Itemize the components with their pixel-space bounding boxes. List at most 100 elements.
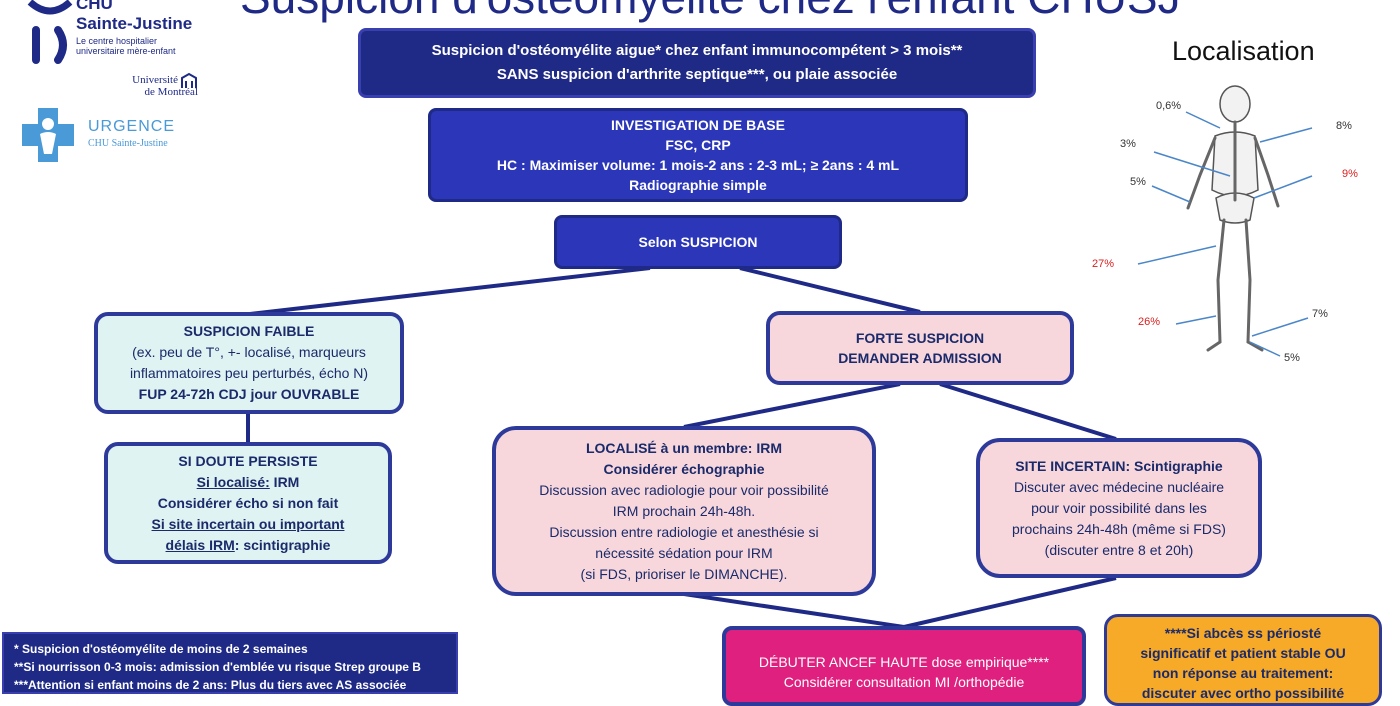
pointer-skull	[1185, 111, 1221, 129]
urgence-sub: CHU Sainte-Justine	[88, 138, 168, 149]
abces-line2: significatif et patient stable OU	[1140, 645, 1346, 661]
forte-line1: FORTE SUSPICION	[855, 330, 985, 346]
connector-forte-incertain	[939, 382, 1117, 441]
chu-logo-icon	[27, 0, 73, 64]
localise-line5: Discussion entre radiologie et anesthési…	[549, 523, 819, 540]
connector-incertain-debuter	[903, 576, 1117, 629]
pct-pelvis: 9%	[1342, 168, 1358, 180]
chu-line1: CHU	[76, 0, 113, 13]
left-arm-line	[1186, 136, 1217, 210]
connector-localise-debuter	[683, 592, 905, 629]
suspicion-faible-box: SUSPICION FAIBLE (ex. peu de T°, +- loca…	[94, 312, 404, 414]
doute-line5: délais IRM: scintigraphie	[166, 535, 331, 556]
udem-line1: Université	[132, 74, 178, 86]
abces-line3: non réponse au traitement:	[1152, 665, 1334, 681]
localise-line4: IRM prochain 24h-48h.	[612, 502, 756, 519]
udem-icon	[181, 72, 197, 88]
footnote-2: **Si nourrisson 0-3 mois: admission d'em…	[14, 660, 421, 674]
localisation-title: Localisation	[1172, 36, 1315, 66]
incertain-line4: prochains 24h-48h (même si FDS)	[1012, 520, 1226, 537]
localise-line6: nécessité sédation pour IRM	[595, 544, 773, 561]
pointer-spine	[1153, 151, 1231, 177]
base-line4: Radiographie simple	[629, 177, 767, 193]
right-arm-line	[1253, 136, 1280, 208]
pointer-foot-right	[1251, 317, 1309, 337]
urgence-cross-icon	[22, 108, 74, 162]
skull-shape	[1219, 85, 1251, 123]
abces-box: ****Si abcès ss périosté significatif et…	[1104, 614, 1382, 706]
base-line1: INVESTIGATION DE BASE	[611, 117, 785, 133]
base-line2: FSC, CRP	[665, 137, 731, 153]
doute-persiste-box: SI DOUTE PERSISTE Si localisé: IRM Consi…	[104, 442, 392, 564]
top-box: Suspicion d'ostéomyélite aigue* chez enf…	[358, 28, 1036, 98]
localise-line3: Discussion avec radiologie pour voir pos…	[539, 481, 829, 498]
incertain-line1: SITE INCERTAIN: Scintigraphie	[1015, 457, 1223, 474]
chu-line2: Sainte-Justine	[76, 14, 193, 33]
doute-line2b: IRM	[269, 473, 300, 490]
footnote-1: * Suspicion d'ostéomyélite de moins de 2…	[14, 642, 308, 656]
incertain-line2: Discuter avec médecine nucléaire	[1013, 478, 1225, 495]
connector-selon-faible	[249, 266, 651, 316]
abces-line4: discuter avec ortho possibilité	[1141, 685, 1345, 701]
doute-line2: Si localisé: IRM	[197, 472, 300, 493]
top-box-line1: Suspicion d'ostéomyélite aigue* chez enf…	[431, 42, 963, 59]
pct-foot-right: 7%	[1312, 308, 1328, 320]
pct-femur: 27%	[1092, 258, 1115, 270]
site-incertain-box: SITE INCERTAIN: Scintigraphie Discuter a…	[976, 438, 1262, 578]
base-investigation-box: INVESTIGATION DE BASE FSC, CRP HC : Maxi…	[428, 108, 968, 202]
doute-line4: Si site incertain ou important	[151, 515, 345, 532]
debuter-ancef-box: DÉBUTER ANCEF HAUTE dose empirique**** C…	[722, 626, 1086, 706]
faible-line2: (ex. peu de T°, +- localisé, marqueurs	[132, 344, 366, 360]
selon-suspicion-box: Selon SUSPICION	[554, 215, 842, 269]
forte-suspicion-box: FORTE SUSPICION DEMANDER ADMISSION	[766, 311, 1074, 385]
pointer-femur	[1137, 245, 1217, 265]
doute-line3: Considérer écho si non fait	[157, 494, 339, 511]
chu-sub2: universitaire mère-enfant	[76, 46, 176, 56]
doute-line1: SI DOUTE PERSISTE	[178, 452, 318, 469]
pointer-shoulder	[1259, 127, 1313, 143]
abces-line1: ****Si abcès ss périosté	[1164, 625, 1322, 641]
debuter-line2: Considérer consultation MI /orthopédie	[783, 674, 1025, 690]
debuter-line1: DÉBUTER ANCEF HAUTE dose empirique****	[758, 654, 1050, 670]
top-box-line2: SANS suspicion d'arthrite septique***, o…	[496, 66, 898, 83]
chu-sub1: Le centre hospitalier	[76, 36, 158, 46]
pct-skull: 0,6%	[1156, 100, 1182, 112]
selon-label: Selon SUSPICION	[638, 234, 758, 250]
pelvis-shape	[1215, 192, 1255, 224]
chu-logo: CHU Sainte-Justine Le centre hospitalier…	[10, 0, 210, 70]
incertain-line5: (discuter entre 8 et 20h)	[1044, 541, 1194, 558]
feet-line	[1206, 340, 1264, 352]
incertain-line3: pour voir possibilité dans les	[1031, 499, 1207, 516]
base-line3: HC : Maximiser volume: 1 mois-2 ans : 2-…	[496, 157, 900, 173]
localise-line1: LOCALISÉ à un membre: IRM	[585, 439, 783, 456]
pct-shoulder: 8%	[1336, 120, 1352, 132]
slide-title: Suspicion d'ostéomyélite chez l'enfant C…	[240, 0, 1181, 24]
localise-box: LOCALISÉ à un membre: IRM Considérer éch…	[492, 426, 876, 596]
doute-line2a: Si localisé:	[196, 473, 270, 490]
pct-foot-low: 5%	[1284, 352, 1300, 364]
doute-line5b: : scintigraphie	[234, 536, 331, 553]
right-leg-line	[1244, 218, 1252, 344]
pct-tibia: 26%	[1138, 316, 1161, 328]
localise-line2: Considérer échographie	[603, 460, 765, 477]
udem-logo: Université de Montréal	[118, 70, 208, 100]
connector-selon-forte	[739, 266, 921, 314]
footnotes-box: * Suspicion d'ostéomyélite de moins de 2…	[2, 632, 458, 694]
pointer-arm	[1151, 185, 1191, 203]
pointer-foot-low	[1249, 341, 1281, 357]
urgence-label: URGENCE	[88, 118, 176, 135]
pointer-pelvis	[1253, 175, 1313, 199]
faible-line1: SUSPICION FAIBLE	[183, 323, 315, 339]
pointer-tibia	[1175, 315, 1217, 325]
connector-forte-localise	[683, 382, 901, 429]
left-leg-line	[1216, 218, 1226, 344]
urgence-logo: URGENCE CHU Sainte-Justine	[18, 104, 208, 168]
doute-line5a: délais IRM	[165, 536, 235, 553]
localise-line7: (si FDS, prioriser le DIMANCHE).	[580, 565, 788, 582]
skeleton-illustration	[1137, 85, 1313, 357]
pct-arm: 5%	[1130, 176, 1146, 188]
pct-spine: 3%	[1120, 138, 1136, 150]
footnote-3: ***Attention si enfant moins de 2 ans: P…	[14, 678, 407, 692]
faible-line3: inflammatoires peu perturbés, écho N)	[129, 365, 369, 381]
